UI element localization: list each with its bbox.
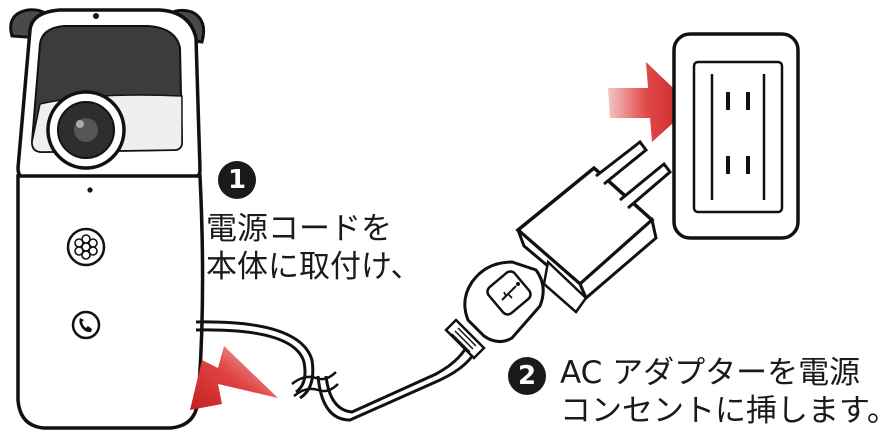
- step-2-line-2: コンセントに挿します。: [560, 393, 878, 429]
- phone-call-icon: [71, 310, 101, 340]
- ac-adapter: [515, 139, 673, 314]
- step-1-badge: 1: [218, 161, 256, 199]
- step-1-line-2: 本体に取付け、: [206, 249, 422, 285]
- speaker-grille-icon: [66, 227, 106, 267]
- step-2-text: AC アダプターを電源 コンセントに挿します。: [560, 354, 878, 430]
- camera-body: [16, 174, 205, 430]
- camera-device: [9, 8, 206, 430]
- step-2-line-1: AC アダプターを電源: [560, 355, 861, 391]
- insert-arrow-camera: [190, 346, 278, 410]
- insert-arrow-outlet: [608, 62, 692, 142]
- step-1-text: 電源コードを 本体に取付け、: [206, 210, 421, 286]
- step-2-badge: 2: [508, 357, 546, 395]
- usb-symbol-icon: [486, 270, 532, 316]
- wall-outlet: [672, 32, 800, 240]
- usb-plug: [444, 260, 545, 360]
- power-cord: [195, 320, 480, 422]
- camera-lens-icon: [46, 90, 126, 170]
- step-1-line-1: 電源コードを: [206, 211, 392, 247]
